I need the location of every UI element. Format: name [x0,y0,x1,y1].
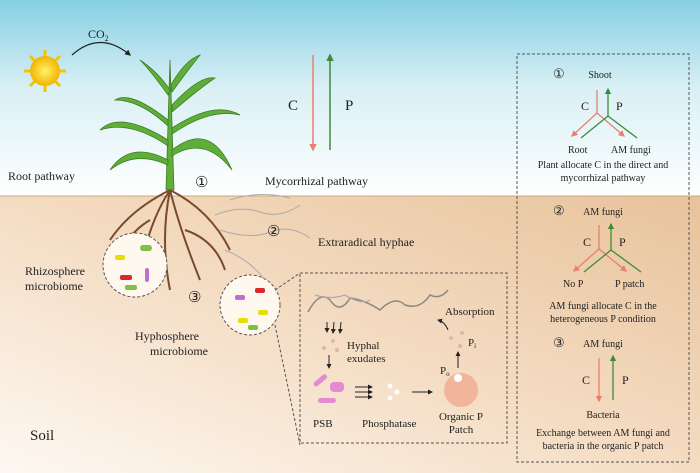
soil-label: Soil [30,428,54,444]
root-pathway-label: Root pathway [8,169,75,183]
svg-text:C: C [582,373,590,387]
svg-text:Patch: Patch [449,424,474,436]
svg-text:②: ② [553,203,565,218]
svg-text:Pi: Pi [468,337,476,350]
svg-text:bacteria in the organic P patc: bacteria in the organic P patch [543,441,664,452]
svg-text:AM fungi: AM fungi [583,207,623,218]
section-3: ③ AM fungi C P Bacteria Exchange between… [536,335,670,452]
svg-text:heterogeneous P condition: heterogeneous P condition [550,314,656,325]
svg-text:AM fungi: AM fungi [583,339,623,350]
svg-text:Po: Po [440,365,450,378]
svg-text:P: P [616,99,623,113]
svg-text:C: C [581,99,589,113]
c-label: C [288,98,298,114]
organic-p-patch [444,373,478,407]
svg-text:exudates: exudates [347,353,385,365]
co2-arrow [71,42,131,56]
marker-1: ① [195,175,208,191]
rhizosphere-circle [102,232,168,298]
marker-3: ③ [188,290,201,306]
roots [109,189,231,291]
svg-text:Exchange between AM fungi and: Exchange between AM fungi and [536,428,670,439]
rhizosphere-label: Rhizosphere [25,264,85,278]
psb-label: PSB [313,418,333,430]
hyphal-exudates-label: Hyphal [347,340,379,352]
mycorrhizal-pathway-label: Mycorrhizal pathway [265,174,368,188]
psb-bacteria [313,374,344,403]
svg-text:Bacteria: Bacteria [586,410,620,421]
svg-text:microbiome: microbiome [150,344,208,358]
svg-text:C: C [583,235,591,249]
hyphosphere-label: Hyphosphere [135,329,199,343]
svg-text:CO2: CO2 [88,27,109,43]
svg-text:Plant allocate C in the direct: Plant allocate C in the direct and [538,160,669,171]
svg-text:mycorrhizal pathway: mycorrhizal pathway [561,173,646,184]
svg-text:AM fungi allocate C in the: AM fungi allocate C in the [549,301,657,312]
section-2: ② AM fungi C P No P P patch AM fungi all… [549,203,657,325]
svg-text:①: ① [553,66,565,81]
extraradical-label: Extraradical hyphae [318,235,414,249]
summary-panel: ① Shoot C P Root AM fungi Plant allocate… [516,53,690,463]
svg-text:No P: No P [563,279,584,290]
svg-text:③: ③ [553,335,565,350]
svg-text:Shoot: Shoot [588,70,612,81]
phosphatase-label: Phosphatase [362,418,417,430]
sun-icon [24,50,66,92]
extraradical-hyphae [214,194,311,281]
svg-text:Root: Root [568,145,588,156]
section-1: ① Shoot C P Root AM fungi Plant allocate… [538,66,669,184]
svg-text:AM fungi: AM fungi [611,145,651,156]
absorption-label: Absorption [445,306,495,318]
svg-text:P: P [622,373,629,387]
svg-text:microbiome: microbiome [25,279,83,293]
marker-2: ② [267,224,280,240]
organic-p-label: Organic P [439,411,483,423]
p-label: P [345,98,353,114]
svg-text:P patch: P patch [615,279,644,290]
maize-plant [99,54,241,191]
inset-panel: Hyphal exudates Absorption Pi Po PSB Pho… [299,272,508,444]
svg-text:P: P [619,235,626,249]
hyphosphere-circle [219,274,281,336]
